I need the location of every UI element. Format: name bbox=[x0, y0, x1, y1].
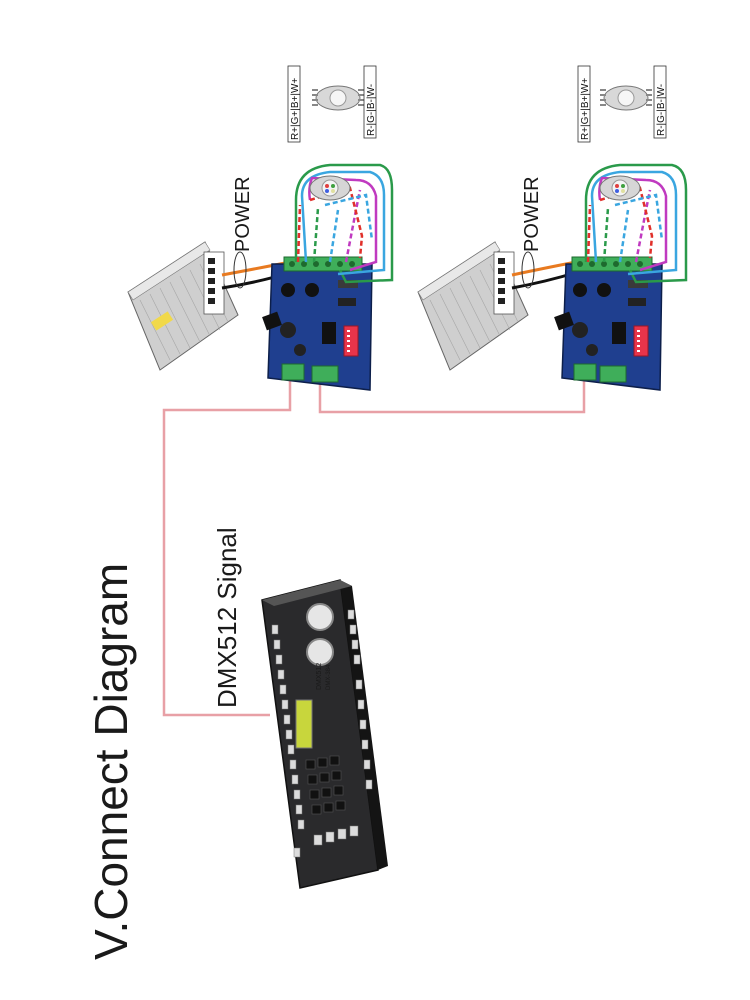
power-label-ring bbox=[521, 251, 535, 289]
power-terminal-block bbox=[573, 363, 597, 381]
output-terminal-block bbox=[283, 256, 363, 272]
power-terminal-block bbox=[281, 363, 305, 381]
dmx-terminal-block bbox=[599, 365, 627, 383]
console-keypad bbox=[305, 755, 346, 815]
power-label-2: POWER bbox=[521, 176, 543, 252]
dmx-decoder-board-2 bbox=[554, 256, 663, 391]
power-supply-2 bbox=[417, 241, 529, 371]
xlr-socket-icon bbox=[306, 638, 334, 666]
ic-chip bbox=[612, 322, 626, 344]
xlr-socket-icon bbox=[306, 603, 334, 631]
led-pin-label-top: R+|G+|B+|W+ bbox=[290, 78, 301, 140]
dmx-decoder-board-1 bbox=[262, 256, 373, 391]
power-label-1: POWER bbox=[232, 176, 254, 252]
dmx-console: DMX512 DMX-384 bbox=[261, 579, 388, 889]
rgbw-led-icon bbox=[309, 175, 351, 201]
led-wires-2 bbox=[584, 163, 688, 284]
page-title: V.Connect Diagram bbox=[85, 563, 137, 960]
dip-switch bbox=[633, 325, 649, 357]
psu-terminal-block bbox=[493, 251, 515, 315]
dmx-terminal-block bbox=[311, 365, 339, 383]
led-pinout-1: R+|G+|B+|W+ R-|G-|B-|W- bbox=[287, 65, 377, 143]
led-pin-label-top: R+|G+|B+|W+ bbox=[580, 78, 591, 140]
led-pin-label-bottom: R-|G-|B-|W- bbox=[656, 84, 667, 136]
console-brand: DMX512 bbox=[316, 663, 323, 690]
console-buttons bbox=[271, 609, 373, 858]
output-terminal-block bbox=[571, 256, 653, 272]
psu-terminal-block bbox=[203, 251, 225, 315]
signal-label: DMX512 Signal bbox=[212, 527, 242, 708]
lcd-display bbox=[295, 699, 313, 749]
led-pin-label-bottom: R-|G-|B-|W- bbox=[366, 84, 377, 136]
dmx-signal-wire bbox=[162, 372, 586, 717]
ic-chip bbox=[322, 322, 336, 344]
console-model: DMX-384 bbox=[326, 664, 332, 690]
power-label-ring bbox=[233, 251, 247, 289]
led-pinout-2: R+|G+|B+|W+ R-|G-|B-|W- bbox=[577, 65, 667, 143]
dip-switch bbox=[343, 325, 359, 357]
rgbw-led-icon bbox=[599, 175, 641, 201]
power-supply-1 bbox=[127, 241, 239, 371]
